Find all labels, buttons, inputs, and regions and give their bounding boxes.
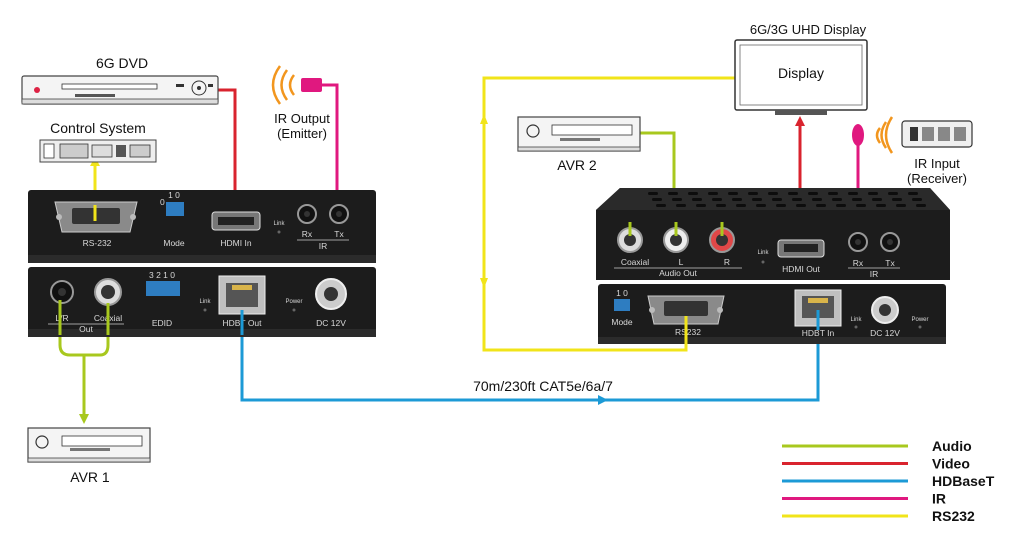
legend-label-rs232: RS232 bbox=[932, 508, 975, 524]
avr2-label: AVR 2 bbox=[557, 157, 597, 173]
ir-emitter-head bbox=[301, 78, 322, 92]
dvd-label: 6G DVD bbox=[96, 55, 148, 71]
tx-power-led bbox=[292, 308, 296, 312]
tx-mode-side: 0 bbox=[160, 197, 165, 207]
tx-edid-label: EDID bbox=[152, 318, 172, 328]
tx-link2-label: Link bbox=[199, 299, 211, 305]
tx-link-label: Link bbox=[273, 221, 285, 227]
video-cable-tx bbox=[212, 88, 237, 205]
ir-input-label-1: IR Input bbox=[914, 156, 960, 171]
ir-receiver-head bbox=[852, 124, 864, 146]
ir-input-label-2: (Receiver) bbox=[907, 171, 967, 186]
tx-rs232-label: RS-232 bbox=[83, 238, 112, 248]
rx-l-label: L bbox=[679, 257, 684, 267]
rx-coaxial-label: Coaxial bbox=[621, 257, 649, 267]
legend-label-ir: IR bbox=[932, 491, 946, 507]
rx-hdbt-in-label: HDBT In bbox=[802, 328, 835, 338]
avr1-device bbox=[27, 427, 151, 463]
rx-tx-label: Tx bbox=[885, 258, 895, 268]
legend-label-audio: Audio bbox=[932, 438, 972, 454]
tx-mode-label: Mode bbox=[163, 238, 185, 248]
tx-edid-dip bbox=[146, 281, 180, 296]
avr1-label: AVR 1 bbox=[70, 469, 110, 485]
rs232-arrow-up bbox=[480, 114, 488, 124]
tx-lr-label: L/R bbox=[55, 313, 68, 323]
tx-link-led bbox=[277, 230, 281, 234]
rx-link-label: Link bbox=[757, 250, 769, 256]
hdbaset-cable bbox=[240, 318, 820, 402]
tx-out-label: Out bbox=[79, 324, 93, 334]
control-system-label: Control System bbox=[50, 120, 146, 136]
ir-emitter-waves bbox=[271, 65, 296, 105]
ir-output-label-2: (Emitter) bbox=[277, 126, 327, 141]
control-system-device bbox=[39, 139, 157, 163]
rx-link2-label: Link bbox=[850, 317, 862, 323]
tx-tx-label: Tx bbox=[334, 229, 344, 239]
tx-mode-dip bbox=[166, 202, 184, 216]
tx-ir-label: IR bbox=[319, 241, 328, 251]
hdbaset-arrow bbox=[598, 395, 608, 405]
tx-dc-label: DC 12V bbox=[316, 318, 346, 328]
audio-cable-tx-stub bbox=[58, 300, 110, 335]
rx-link2-led bbox=[854, 325, 858, 329]
legend-label-video: Video bbox=[932, 456, 970, 472]
receiver-bottom-panel: 1 0 Mode RS232 HDBT In Link DC 12V Power bbox=[598, 284, 946, 344]
rx-mode-bits: 1 0 bbox=[616, 288, 628, 298]
rs232-arrow-down bbox=[480, 278, 488, 288]
audio-cable-rx-stub bbox=[628, 222, 724, 236]
rx-rs232-label: RS232 bbox=[675, 327, 701, 337]
ir-receiver-remote bbox=[901, 120, 973, 148]
rx-power-led bbox=[918, 325, 922, 329]
rx-power-label: Power bbox=[911, 317, 928, 323]
rx-mode-label: Mode bbox=[611, 317, 633, 327]
rx-dc-label: DC 12V bbox=[870, 328, 900, 338]
rx-mode-dip bbox=[614, 299, 630, 311]
ir-receiver-waves bbox=[875, 116, 894, 154]
tx-link2-led bbox=[203, 308, 207, 312]
avr2-device bbox=[517, 116, 641, 152]
ir-cable-emitter bbox=[322, 83, 339, 210]
legend-label-hdbaset: HDBaseT bbox=[932, 473, 995, 489]
tx-rx-label: Rx bbox=[302, 229, 313, 239]
audio-cable-tx bbox=[58, 335, 110, 420]
tx-edid-bits: 3 2 1 0 bbox=[149, 270, 175, 280]
transmitter-top-panel: RS-232 1 0 0 Mode HDMI In Link Rx Tx IR bbox=[28, 190, 376, 263]
receiver-top-panel: Coaxial L R Audio Out Link HDMI Out Rx T… bbox=[596, 188, 950, 280]
rx-audio-out-label: Audio Out bbox=[659, 268, 697, 278]
audio-arrow-tx bbox=[79, 414, 89, 424]
tx-hdmi-in-label: HDMI In bbox=[220, 238, 251, 248]
cable-label: 70m/230ft CAT5e/6a/7 bbox=[473, 378, 613, 394]
transmitter-bottom-panel: L/R Coaxial Out 3 2 1 0 EDID Link HDBT O… bbox=[28, 267, 376, 337]
rx-hdmi-out-label: HDMI Out bbox=[782, 264, 820, 274]
video-arrow-rx bbox=[795, 116, 805, 126]
tx-mode-bits: 1 0 bbox=[168, 190, 180, 200]
rx-rx-label: Rx bbox=[853, 258, 864, 268]
rx-ir-label: IR bbox=[870, 269, 879, 279]
dvd-player bbox=[21, 75, 219, 105]
tx-power-label: Power bbox=[285, 299, 302, 305]
display-title: 6G/3G UHD Display bbox=[750, 22, 867, 37]
display-device bbox=[734, 39, 868, 115]
ir-output-label-1: IR Output bbox=[274, 111, 330, 126]
rx-link-led bbox=[761, 260, 765, 264]
hdbaset-cable-stub bbox=[240, 310, 820, 335]
display-screen-label: Display bbox=[778, 65, 824, 81]
rx-r-label: R bbox=[724, 257, 730, 267]
